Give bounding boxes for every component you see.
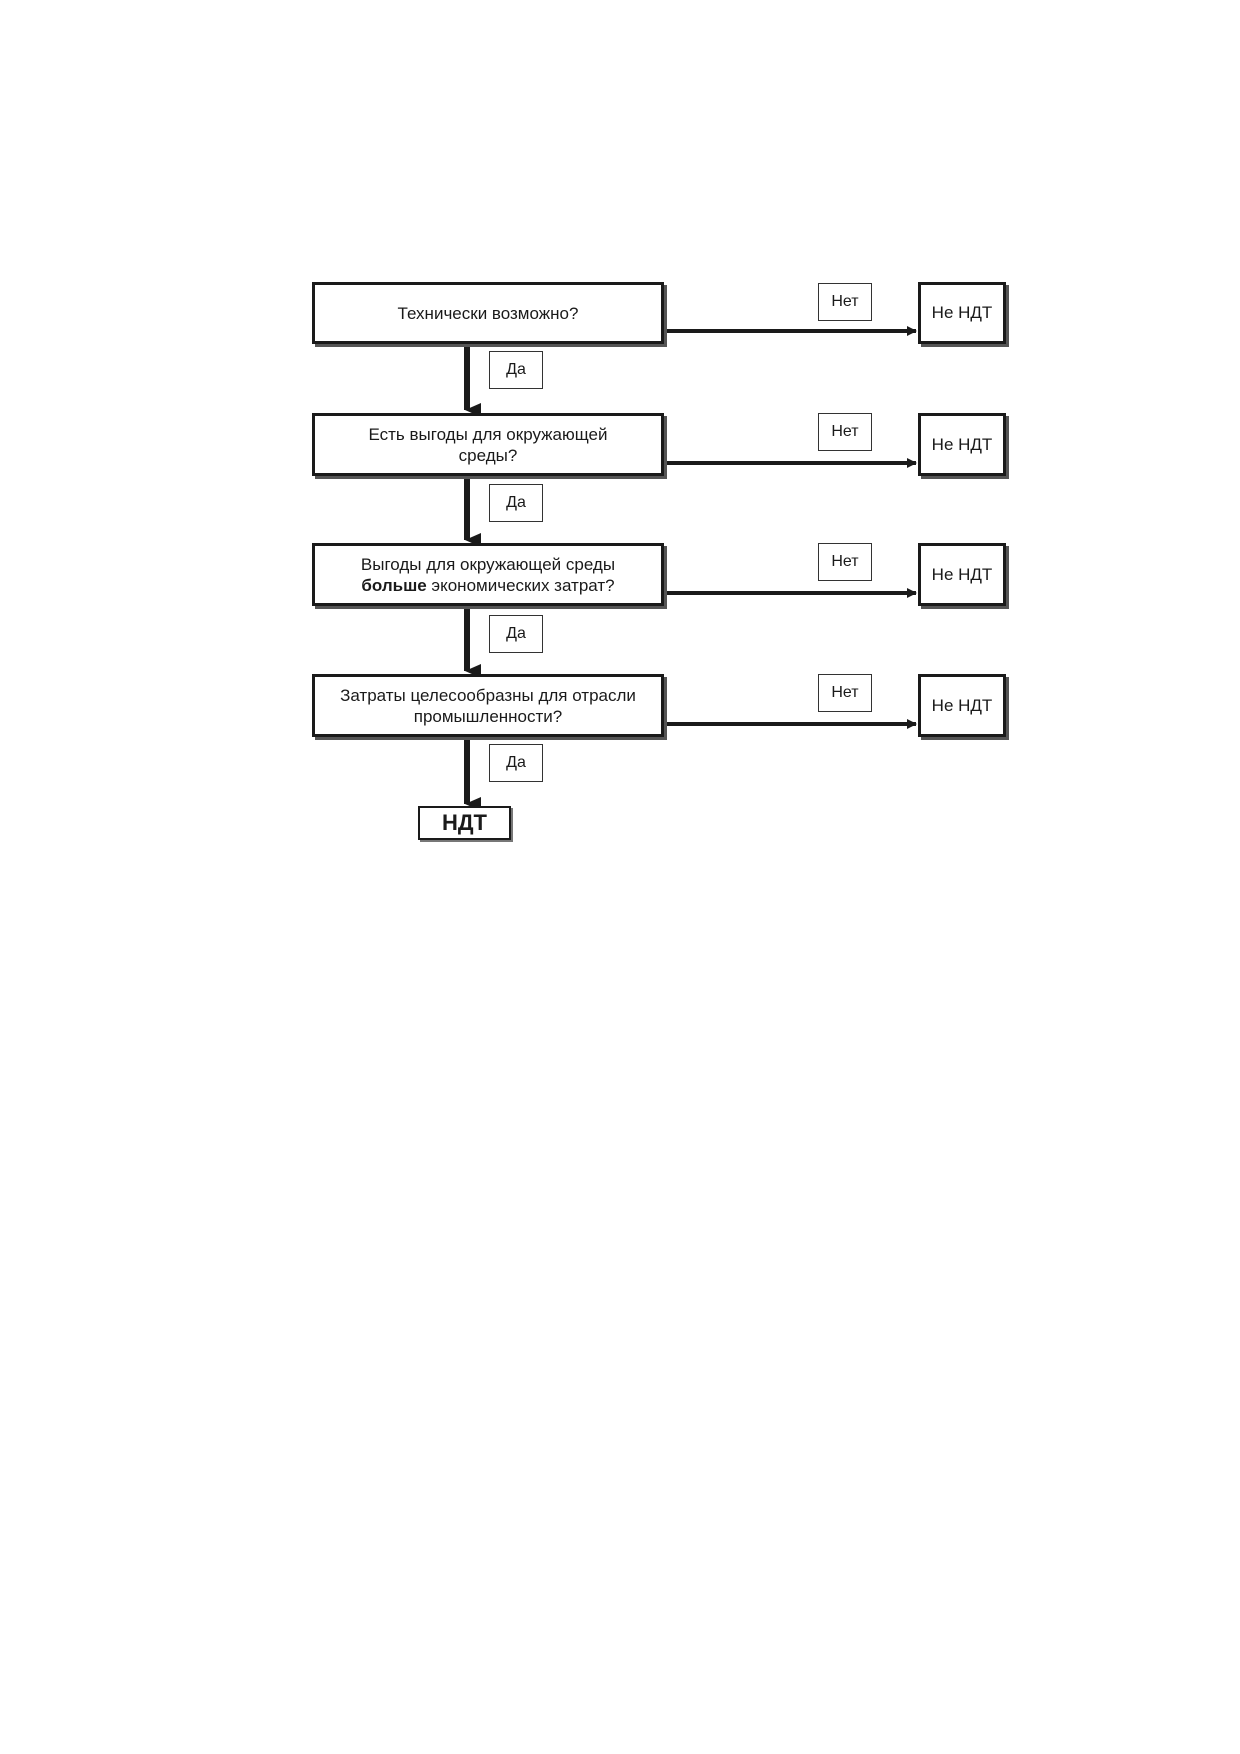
no-label-4: Нет	[818, 674, 872, 712]
question-box-2: Есть выгоды для окружающей среды?	[312, 413, 664, 476]
question-4-line1: Затраты целесообразны для отрасли	[340, 685, 636, 705]
yes-label-2: Да	[489, 484, 543, 522]
bat-result: НДТ	[418, 806, 511, 840]
question-box-1: Технически возможно?	[312, 282, 664, 344]
question-4-line2: промышленности?	[413, 706, 563, 726]
no-label-3: Нет	[818, 543, 872, 581]
question-2-text: Есть выгоды для окружающей среды?	[369, 424, 608, 466]
question-1-text: Технически возможно?	[397, 303, 579, 323]
question-3-line1: Выгоды для окружающей среды	[360, 554, 616, 574]
question-3-line2: экономических затрат?	[426, 575, 615, 595]
not-bat-result-1: Не НДТ	[918, 282, 1006, 344]
question-box-4: Затраты целесообразны для отрасли промыш…	[312, 674, 664, 737]
question-3-emphasis: больше	[361, 575, 427, 595]
yes-label-3: Да	[489, 615, 543, 653]
not-bat-result-3: Не НДТ	[918, 543, 1006, 606]
question-4-text: Затраты целесообразны для отрасли промыш…	[340, 685, 636, 727]
not-bat-result-2: Не НДТ	[918, 413, 1006, 476]
question-3-text: Выгоды для окружающей среды больше эконо…	[361, 554, 615, 596]
question-box-3: Выгоды для окружающей среды больше эконо…	[312, 543, 664, 606]
not-bat-result-4: Не НДТ	[918, 674, 1006, 737]
yes-label-1: Да	[489, 351, 543, 389]
question-2-line1: Есть выгоды для окружающей	[368, 424, 608, 444]
yes-label-4: Да	[489, 744, 543, 782]
question-2-line2: среды?	[458, 445, 518, 465]
no-label-1: Нет	[818, 283, 872, 321]
no-label-2: Нет	[818, 413, 872, 451]
